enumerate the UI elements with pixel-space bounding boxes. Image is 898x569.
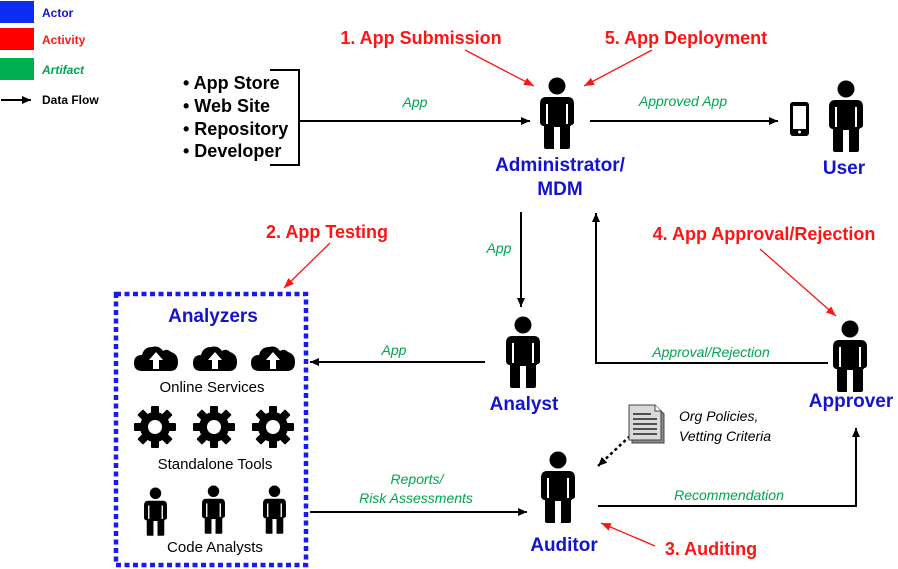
- legend-activity-label: Activity: [42, 33, 86, 47]
- person-icon: [541, 451, 575, 523]
- artifact-reports: Reports/: [391, 471, 446, 487]
- activity-app-submission: 1. App Submission: [340, 28, 501, 48]
- artifact-risk-assessments: Risk Assessments: [359, 490, 473, 506]
- actor-user: User: [790, 80, 866, 179]
- user-label: User: [823, 158, 866, 179]
- code-analysts-label: Code Analysts: [167, 539, 263, 556]
- artifact-app-to-analyzers: App: [381, 342, 407, 358]
- source-developer: • Developer: [183, 141, 281, 161]
- data-flows: [299, 117, 860, 516]
- source-web-site: • Web Site: [183, 96, 270, 116]
- app-sources: • App Store • Web Site • Repository • De…: [183, 69, 300, 166]
- actor-administrator: Administrator/ MDM: [495, 77, 626, 200]
- auditor-label: Auditor: [530, 535, 598, 556]
- gear-icon: [134, 406, 176, 448]
- person-icon: [144, 487, 167, 536]
- person-icon: [833, 320, 867, 392]
- actor-auditor: Auditor: [530, 451, 598, 556]
- pointer-approval: [759, 248, 837, 317]
- pointer-submission: [464, 49, 535, 87]
- analyst-label: Analyst: [490, 394, 559, 415]
- legend-flow-label: Data Flow: [42, 93, 99, 107]
- pointer-auditing: [600, 522, 656, 547]
- org-policies: Org Policies, Vetting Criteria: [628, 404, 771, 444]
- artifact-app-to-admin: App: [402, 94, 428, 110]
- actor-approver: Approver: [809, 320, 894, 412]
- flow-policies-to-auditor: [597, 435, 631, 467]
- pointer-testing: [283, 242, 331, 289]
- mdm-label: MDM: [537, 179, 582, 200]
- gear-icon: [193, 406, 235, 448]
- activity-app-approval: 4. App Approval/Rejection: [653, 224, 876, 244]
- source-repository: • Repository: [183, 119, 288, 139]
- flow-approver-to-admin: [592, 213, 828, 364]
- legend-actor-label: Actor: [42, 6, 74, 20]
- analyzers-border: [113, 291, 309, 568]
- legend-actor-swatch: [0, 1, 34, 23]
- source-app-store: • App Store: [183, 73, 280, 93]
- cloud-upload-icon: [193, 346, 237, 371]
- person-icon: [263, 485, 286, 534]
- analyzers-group: Analyzers Online Services Standalone Too…: [113, 291, 309, 568]
- activity-app-testing: 2. App Testing: [266, 222, 388, 242]
- person-icon: [506, 316, 540, 388]
- sources-bracket: [270, 69, 300, 166]
- flow-auditor-to-approver: [598, 428, 860, 507]
- artifact-recommendation: Recommendation: [674, 487, 784, 503]
- legend-activity-swatch: [0, 28, 34, 50]
- analyzers-title: Analyzers: [168, 306, 258, 327]
- legend-artifact-swatch: [0, 58, 34, 80]
- legend-artifact-label: Artifact: [41, 63, 85, 77]
- actor-analyst: Analyst: [490, 316, 559, 415]
- org-policies-label: Org Policies,: [679, 408, 758, 424]
- cloud-upload-icon: [134, 346, 178, 371]
- person-icon: [829, 80, 863, 152]
- activities: 1. App Submission 5. App Deployment 2. A…: [266, 28, 875, 559]
- smartphone-icon: [790, 102, 809, 136]
- activity-auditing: 3. Auditing: [665, 539, 757, 559]
- vetting-criteria-label: Vetting Criteria: [679, 428, 771, 444]
- activity-pointers: [283, 49, 837, 547]
- artifacts: App Approved App App App Approval/Reject…: [359, 93, 784, 506]
- pointer-deployment: [583, 49, 653, 87]
- cloud-upload-icon: [251, 346, 295, 371]
- person-icon: [540, 77, 574, 149]
- legend: Actor Activity Artifact Data Flow: [0, 1, 99, 107]
- administrator-label: Administrator/: [495, 155, 626, 176]
- gear-icon: [252, 406, 294, 448]
- activity-app-deployment: 5. App Deployment: [605, 28, 767, 48]
- online-services-label: Online Services: [159, 379, 264, 396]
- document-icon: [628, 404, 665, 444]
- artifact-approved-app: Approved App: [638, 93, 727, 109]
- standalone-tools-label: Standalone Tools: [158, 456, 273, 473]
- person-icon: [202, 485, 225, 534]
- artifact-app-to-analyst: App: [486, 240, 512, 256]
- approver-label: Approver: [809, 391, 894, 412]
- artifact-approval-rejection: Approval/Rejection: [651, 344, 770, 360]
